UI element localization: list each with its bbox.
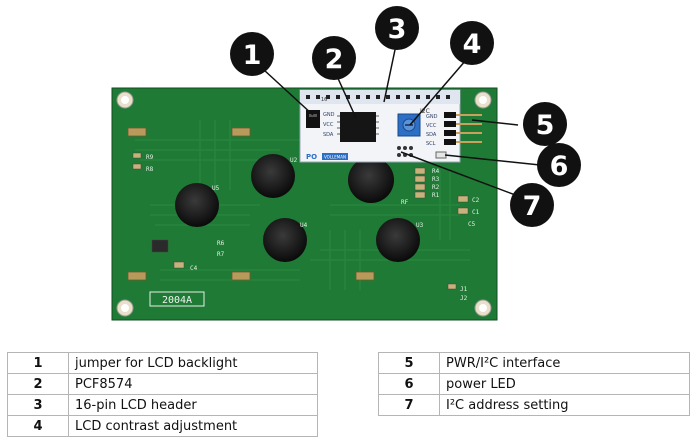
pcf8574-chip (340, 112, 376, 142)
legend-description: power LED (439, 373, 690, 395)
i2c-module: 16 GND VCC SDA I2C GND VCC SDA SCL (299, 89, 482, 163)
callout-1: 1 (230, 32, 274, 76)
callout-7: 7 (510, 183, 554, 227)
legend-row: 2 PCF8574 (7, 373, 318, 395)
power-led (435, 151, 447, 159)
left-vcc-label: VCC (323, 122, 334, 128)
label-r1: R1 (432, 192, 440, 199)
legend-row: 6 power LED (378, 373, 690, 395)
legend-description: I²C address setting (439, 394, 690, 416)
label-j2: J2 (460, 295, 468, 302)
label-c2: C2 (472, 197, 480, 204)
legend-description: 16-pin LCD header (68, 394, 318, 416)
cob-chips (175, 154, 420, 262)
label-r6: R6 (217, 240, 225, 247)
label-u2: U2 (290, 157, 298, 164)
right-scl-label: SCL (426, 141, 436, 147)
legend-number: 1 (7, 352, 69, 374)
legend-row: 5 PWR/I²C interface (378, 352, 690, 374)
svg-text:2: 2 (325, 44, 344, 75)
legend-number: 4 (7, 415, 69, 437)
label-u5: U5 (212, 185, 220, 192)
legend-row: 4 LCD contrast adjustment (7, 415, 318, 437)
label-r8: R8 (146, 166, 154, 173)
label-u4: U4 (300, 222, 308, 229)
legend-row: 3 16-pin LCD header (7, 394, 318, 416)
label-rf: RF (401, 199, 409, 206)
legend-number: 3 (7, 394, 69, 416)
label-r7: R7 (217, 251, 225, 258)
svg-text:6: 6 (550, 151, 569, 182)
backlight-jumper (306, 110, 320, 128)
lcd-board-photo: R9 R8 R6 R7 C4 U5 U2 U4 U3 R4 R3 R2 R1 R… (111, 6, 581, 321)
label-u3: U3 (416, 222, 424, 229)
label-r3: R3 (432, 176, 440, 183)
callout-3: 3 (375, 6, 419, 50)
legend-description: PCF8574 (68, 373, 318, 395)
svg-text:4: 4 (463, 29, 482, 60)
label-r9: R9 (146, 154, 154, 161)
mounting-holes (116, 91, 492, 317)
label-c5: C5 (468, 221, 476, 228)
right-vcc-label: VCC (426, 123, 437, 129)
legend-table-left: 1 jumper for LCD backlight 2 PCF8574 3 1… (7, 352, 318, 437)
legend-number: 7 (378, 394, 440, 416)
legend-description: PWR/I²C interface (439, 352, 690, 374)
left-sda-label: SDA (323, 132, 334, 138)
right-gnd-label: GND (426, 114, 438, 120)
left-gnd-label: GND (323, 112, 335, 118)
label-r2: R2 (432, 184, 440, 191)
legend-description: LCD contrast adjustment (68, 415, 318, 437)
legend-table-right: 5 PWR/I²C interface 6 power LED 7 I²C ad… (378, 352, 690, 416)
legend-number: 6 (378, 373, 440, 395)
svg-text:1: 1 (243, 40, 262, 71)
legend-row: 7 I²C address setting (378, 394, 690, 416)
i2c-chip-label: I2C (420, 108, 430, 115)
callout-2: 2 (312, 36, 356, 80)
legend-number: 5 (378, 352, 440, 374)
callout-6: 6 (537, 143, 581, 187)
label-c1: C1 (472, 209, 480, 216)
callout-5: 5 (523, 102, 567, 146)
legend-number: 2 (7, 373, 69, 395)
module-brand: VOLLEMAN (324, 155, 346, 160)
callout-leaders (263, 44, 541, 197)
svg-text:7: 7 (523, 191, 542, 222)
model-label: 2004A (162, 295, 192, 306)
right-sda-label: SDA (426, 132, 437, 138)
label-j1: J1 (460, 286, 468, 293)
svg-text:5: 5 (536, 110, 555, 141)
legend-row: 1 jumper for LCD backlight (7, 352, 318, 374)
label-c4: C4 (190, 265, 198, 272)
svg-text:PO: PO (306, 153, 317, 161)
pin-16-label: 16 (321, 97, 327, 103)
legend-description: jumper for LCD backlight (68, 352, 318, 374)
label-r4: R4 (432, 168, 440, 175)
svg-text:3: 3 (388, 14, 407, 45)
callout-4: 4 (450, 21, 494, 65)
